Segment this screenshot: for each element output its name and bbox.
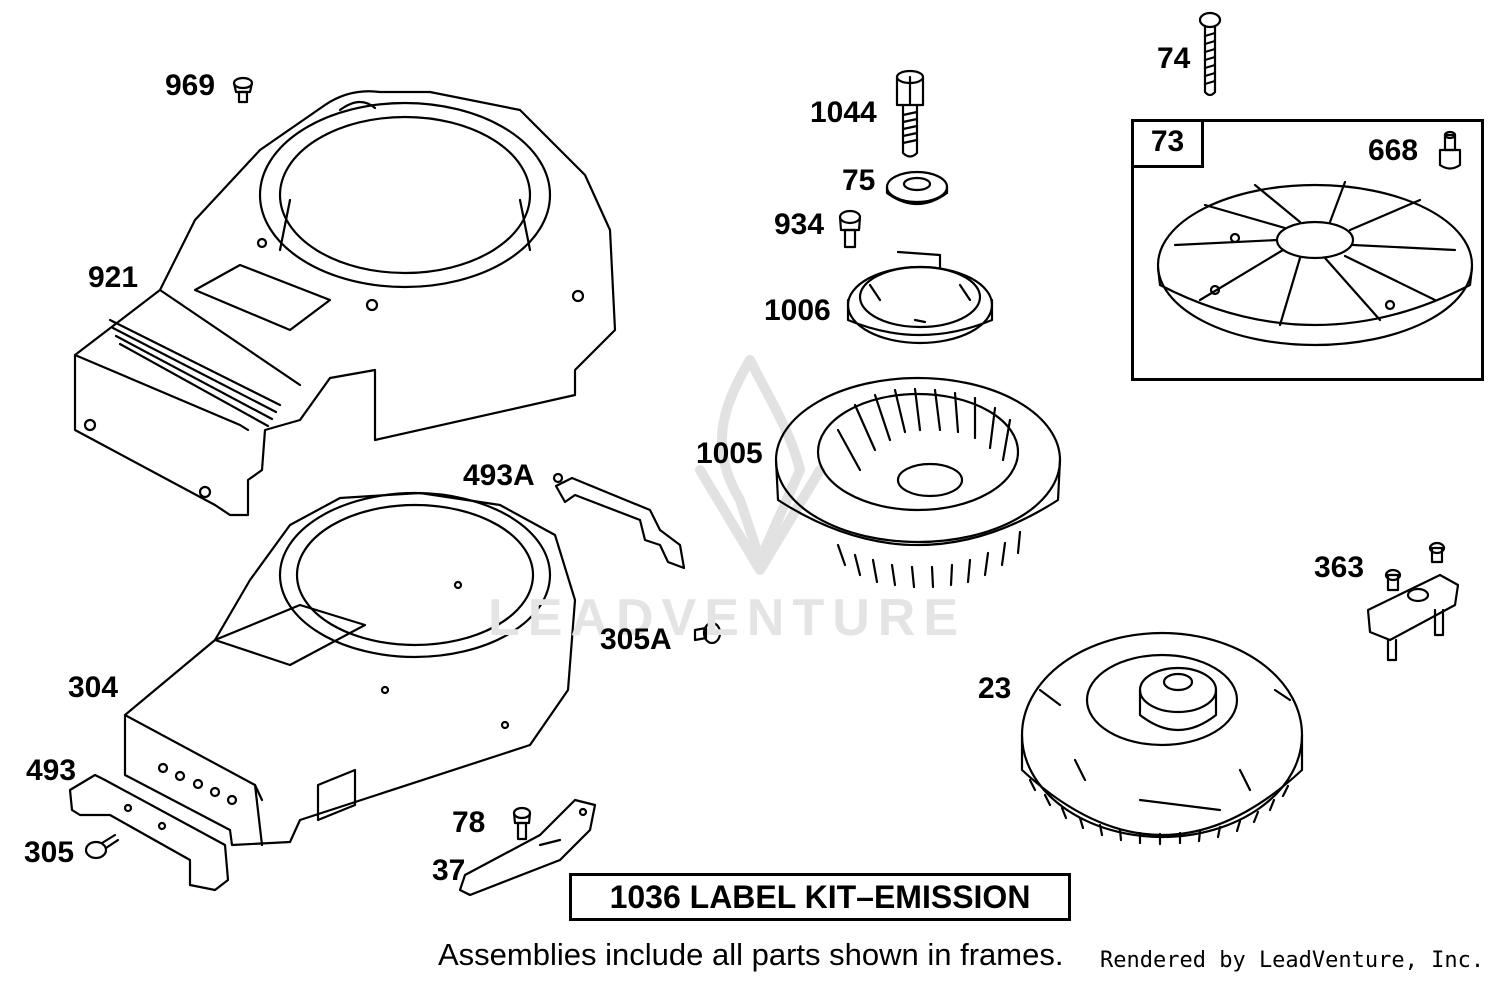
- part-label-1006: 1006: [764, 294, 831, 327]
- part-label-921: 921: [88, 261, 139, 294]
- coil-bracket-363: [1366, 541, 1460, 662]
- part-label-305A: 305A: [600, 623, 672, 656]
- bolt-1044: [895, 69, 925, 158]
- part-label-363: 363: [1314, 551, 1365, 584]
- part-label-37: 37: [432, 854, 466, 887]
- part-label-1044: 1044: [810, 96, 877, 129]
- part-label-969: 969: [165, 69, 216, 102]
- assembly-frame-73: 73: [1131, 119, 1484, 381]
- air-guide-37: [458, 798, 597, 897]
- screw-74: [1198, 11, 1222, 97]
- rotating-screen-73: [1156, 180, 1474, 347]
- part-label-493A: 493A: [463, 459, 535, 492]
- part-label-73: 73: [1134, 122, 1204, 168]
- render-credit: Rendered by LeadVenture, Inc.: [1100, 948, 1485, 973]
- screw-78: [512, 806, 532, 841]
- bracket-493A: [552, 472, 686, 570]
- washer-75: [885, 170, 949, 205]
- fan-1005: [774, 376, 1062, 589]
- watermark-logo: [695, 355, 825, 575]
- label-kit-box: 1036 LABEL KIT–EMISSION: [569, 873, 1071, 921]
- bracket-493: [68, 773, 230, 892]
- screen-retainer-1006: [846, 250, 994, 345]
- blower-housing-304: [123, 491, 577, 847]
- footnote: Assemblies include all parts shown in fr…: [438, 937, 1064, 972]
- blower-housing-921: [73, 90, 617, 517]
- part-label-304: 304: [68, 671, 119, 704]
- watermark-text: LEADVENTURE: [488, 589, 967, 647]
- flywheel-23: [1020, 631, 1304, 846]
- screw-934: [838, 209, 862, 249]
- part-label-1005: 1005: [696, 437, 763, 470]
- screw-305A: [693, 621, 722, 645]
- screw-305: [84, 833, 120, 860]
- part-label-305: 305: [24, 836, 75, 869]
- part-label-668: 668: [1368, 134, 1419, 167]
- part-label-23: 23: [978, 672, 1012, 705]
- screw-668: [1438, 130, 1462, 170]
- part-label-74: 74: [1157, 42, 1191, 75]
- part-label-78: 78: [452, 806, 486, 839]
- part-label-75: 75: [842, 164, 876, 197]
- part-label-934: 934: [774, 208, 825, 241]
- screw-969: [232, 76, 254, 104]
- part-label-493: 493: [26, 754, 77, 787]
